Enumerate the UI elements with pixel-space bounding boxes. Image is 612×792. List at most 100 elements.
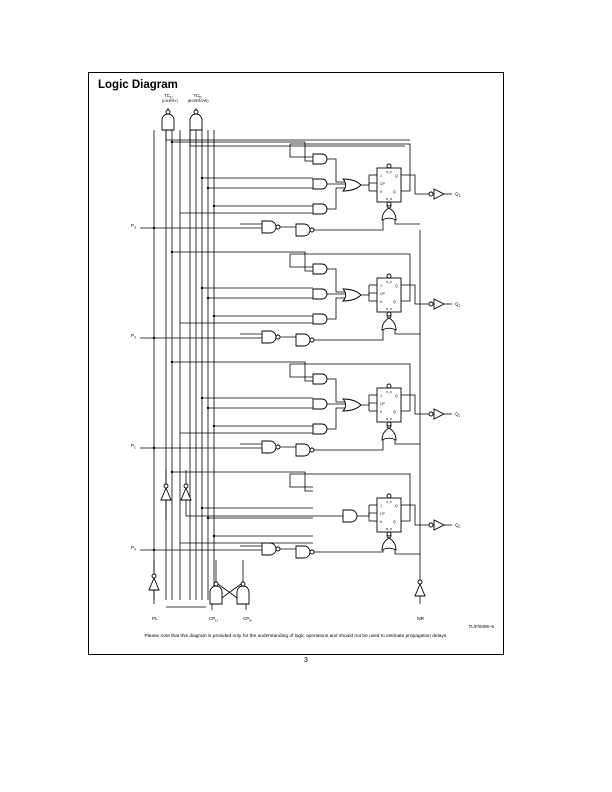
and-gate [312, 153, 328, 165]
inversion-bubble [417, 579, 423, 585]
nand-gate [295, 223, 311, 237]
ff-pin-q: Q [395, 394, 398, 398]
figure-id: TL/F/9496–5 [468, 624, 494, 629]
nand-gate [261, 220, 277, 234]
pl-pin-label: PL [152, 616, 158, 621]
section-title: Logic Diagram [98, 79, 178, 91]
ff-pin-rd: R_D [386, 527, 393, 531]
wire [289, 473, 411, 522]
wire [172, 251, 313, 272]
and-gate [342, 509, 358, 523]
junction-dot [206, 296, 210, 300]
inverter [160, 486, 172, 501]
wire [289, 143, 411, 192]
ff-pin-rd: R_D [386, 197, 393, 201]
wire [165, 130, 410, 141]
inversion-bubble [183, 483, 189, 489]
borrow-pin-name: TCD [193, 93, 202, 100]
ff-pin-k: K [380, 520, 383, 524]
junction-dot [200, 176, 204, 180]
nand-gate [261, 330, 277, 344]
junction-dot [206, 406, 210, 410]
cpu-pin-label: CPU [209, 616, 218, 623]
nand-gate [261, 440, 277, 454]
inversion-bubble [163, 483, 169, 489]
output-label: Q1 [455, 412, 461, 419]
output-buffer [433, 298, 446, 310]
inversion-bubble [428, 191, 434, 197]
wire [172, 361, 313, 382]
wire [401, 284, 430, 305]
wire [312, 440, 384, 451]
ff-pin-qbar: Q̄ [393, 299, 396, 304]
nand-gate [295, 443, 311, 457]
junction-dot [200, 506, 204, 510]
wire [327, 268, 345, 293]
inversion-bubble [309, 227, 315, 233]
carry-pin-label: (CARRY) [162, 98, 179, 103]
wire [185, 500, 343, 517]
nor-gate [381, 537, 397, 551]
output-buffer [433, 519, 446, 531]
junction-dot [170, 250, 174, 254]
wire [327, 378, 345, 403]
junction-dot [170, 470, 174, 474]
wire [401, 394, 430, 415]
ff-pin-q: Q [395, 174, 398, 178]
output-label: Q3 [455, 192, 461, 199]
nand-gate [261, 542, 277, 556]
jk-flip-flop [376, 277, 402, 313]
mr-pin-label: MR [417, 616, 425, 621]
ff-pin-rd: R_D [386, 417, 393, 421]
inversion-bubble [386, 201, 392, 207]
inversion-bubble [309, 549, 315, 555]
junction-dot [170, 360, 174, 364]
diagram-note: Please note that this diagram is provide… [145, 633, 448, 639]
ff-pin-j: J [380, 284, 382, 288]
inversion-bubble [386, 531, 392, 537]
wire [357, 512, 377, 517]
wire [289, 253, 411, 302]
jk-flip-flop [376, 167, 402, 203]
page-number: 3 [304, 657, 308, 664]
nor-gate [381, 427, 397, 441]
cpd-pin-label: CPD [243, 616, 252, 623]
and-gate [312, 263, 328, 275]
ff-pin-sd: S_D [386, 390, 393, 394]
inversion-bubble [151, 573, 157, 579]
inverter [414, 582, 426, 597]
ff-pin-cp: CP [380, 402, 386, 406]
wire [401, 504, 430, 526]
wire [312, 220, 384, 231]
jk-flip-flop [376, 387, 402, 423]
ff-pin-sd: S_D [386, 170, 393, 174]
and-gate [312, 178, 328, 190]
wire [394, 440, 420, 445]
labels: TCU(CARRY)TCD(BORROW)JCPKQQ̄S_DR_DP3Q3JC… [131, 93, 494, 639]
or-gate [341, 398, 362, 412]
inversion-bubble [386, 421, 392, 427]
inversion-bubble [309, 337, 315, 343]
ff-pin-k: K [380, 410, 383, 414]
ff-pin-j: J [380, 504, 382, 508]
ff-pin-qbar: Q̄ [393, 519, 396, 524]
inversion-bubble [386, 493, 392, 499]
output-buffer [433, 188, 446, 200]
junction-dot [152, 548, 156, 552]
wire [312, 550, 384, 553]
carry-pin-name: TCU [164, 93, 173, 100]
parallel-input-label: P0 [131, 545, 136, 552]
ff-pin-rd: R_D [386, 307, 393, 311]
ff-pin-q: Q [395, 504, 398, 508]
nand-gate [295, 545, 311, 559]
junction-dot [212, 534, 216, 538]
junction-dot [152, 446, 156, 450]
junction-dot [152, 336, 156, 340]
wires [140, 108, 452, 610]
ff-pin-cp: CP [380, 182, 386, 186]
inversion-bubble [386, 273, 392, 279]
wire [327, 407, 345, 430]
inversion-bubble [428, 522, 434, 528]
junction-dot [212, 314, 216, 318]
wire [327, 187, 345, 210]
